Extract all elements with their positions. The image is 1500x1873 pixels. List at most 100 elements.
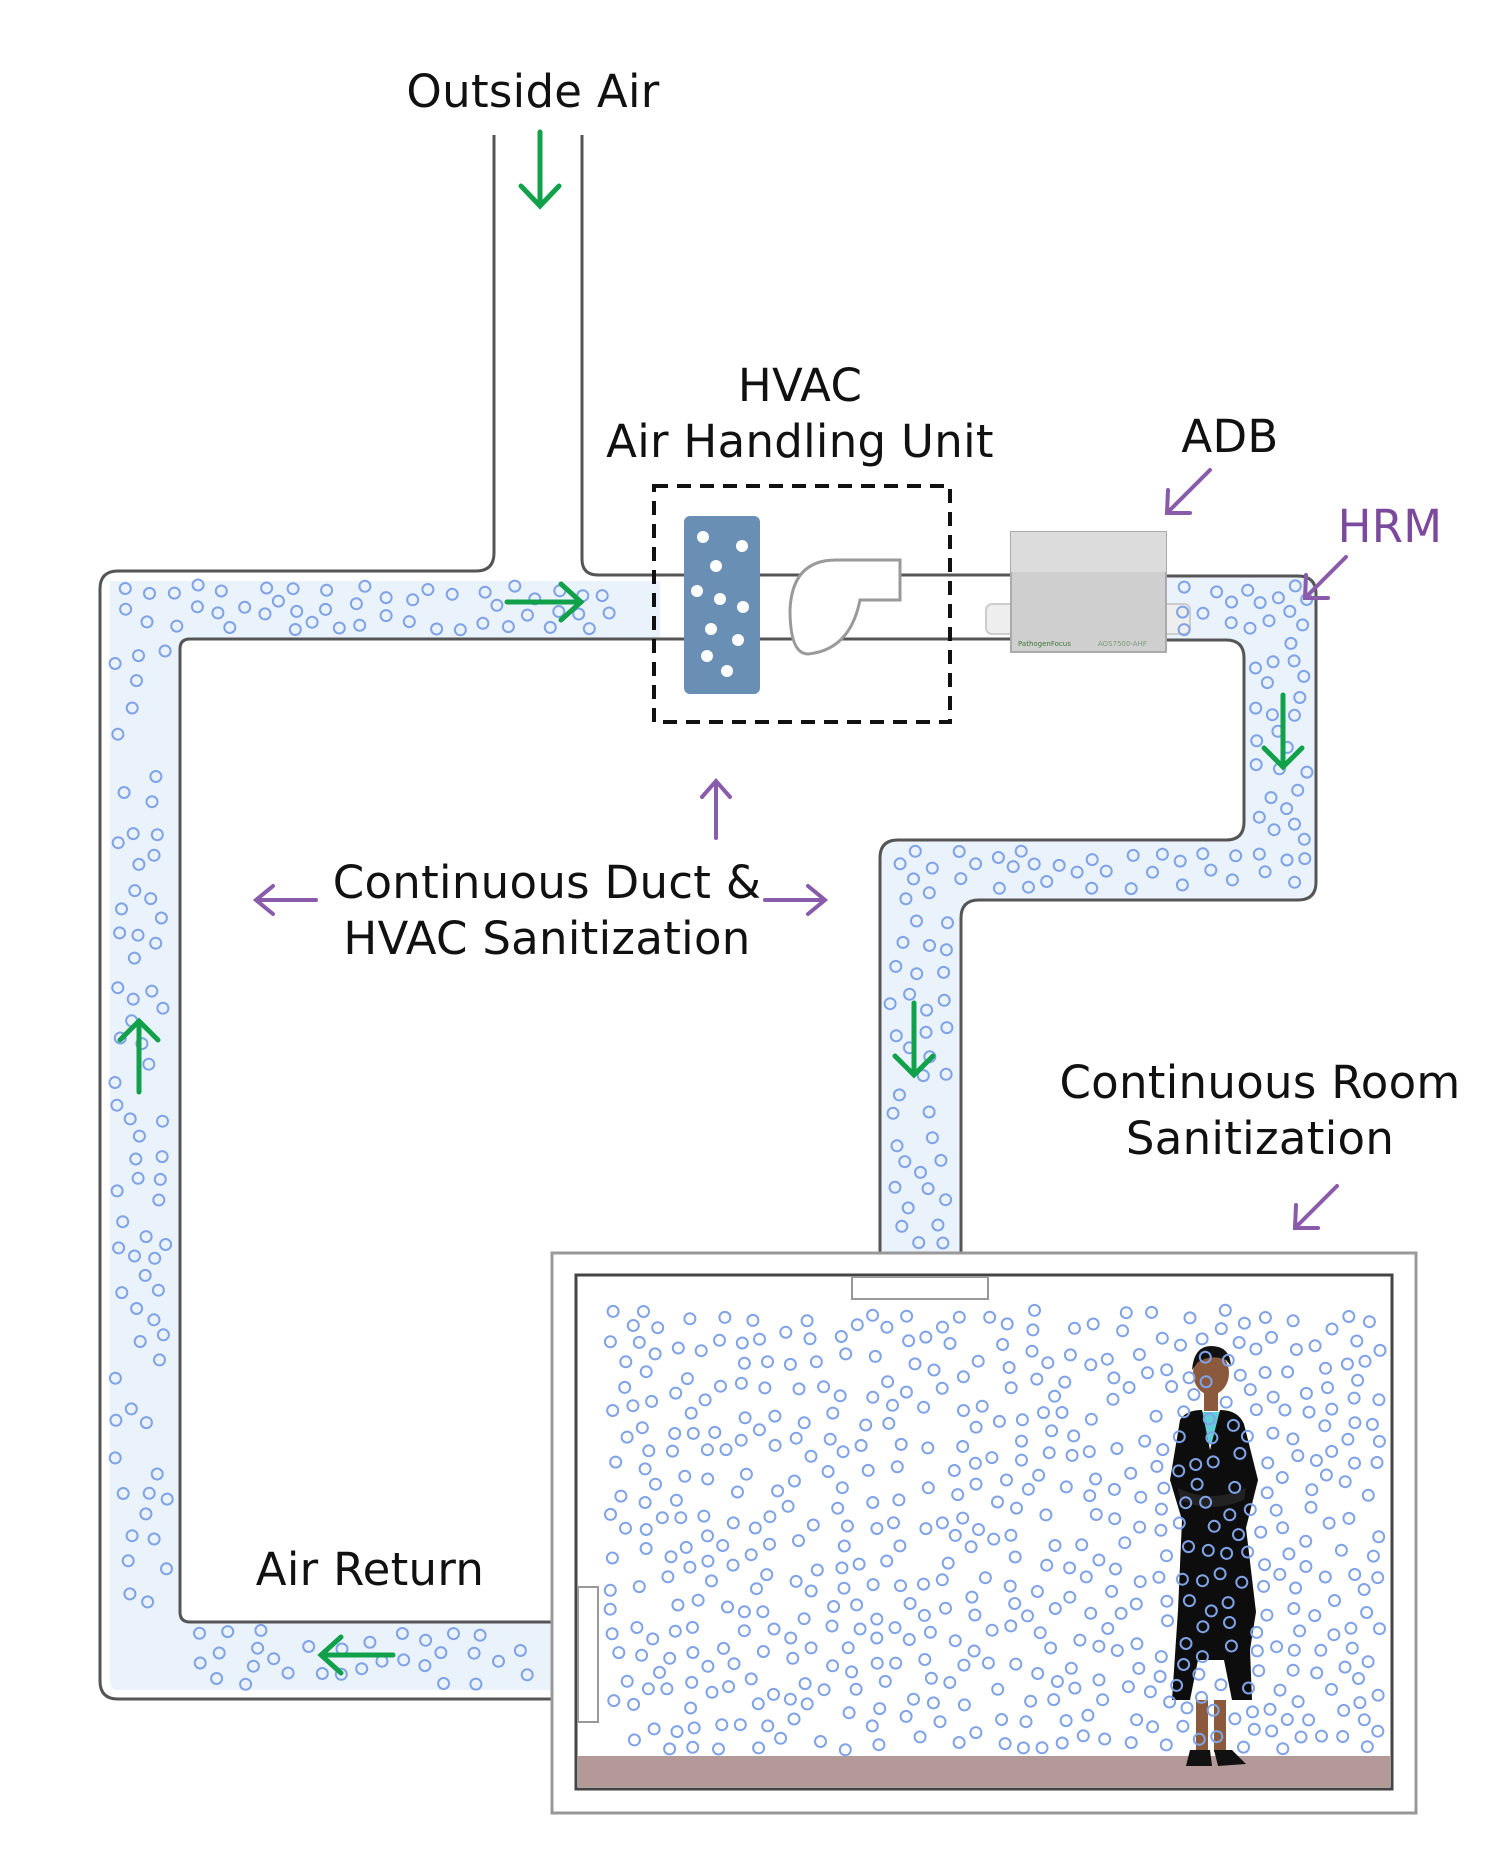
ion-particle-icon bbox=[1278, 1403, 1292, 1417]
ion-particle-icon bbox=[135, 1037, 149, 1051]
ion-particle-icon bbox=[866, 1390, 880, 1404]
ion-particle-icon bbox=[687, 1721, 701, 1735]
ion-particle-icon bbox=[1310, 1666, 1324, 1680]
ion-particle-icon bbox=[639, 1542, 653, 1555]
ion-particle-icon bbox=[760, 1568, 774, 1582]
ion-particle-icon bbox=[1105, 1584, 1119, 1598]
ion-particle-icon bbox=[1258, 1311, 1272, 1324]
ion-particle-icon bbox=[1100, 1352, 1114, 1366]
ion-particle-icon bbox=[744, 1548, 758, 1562]
ion-particle-icon bbox=[1050, 1675, 1064, 1688]
ion-particle-icon bbox=[1250, 734, 1264, 748]
ion-particle-icon bbox=[627, 1697, 641, 1711]
ion-particle-icon bbox=[434, 1646, 448, 1660]
ion-particle-icon bbox=[1154, 1502, 1168, 1516]
ion-particle-icon bbox=[886, 1106, 900, 1120]
ion-particle-icon bbox=[1309, 1454, 1323, 1467]
ion-particle-icon bbox=[1040, 875, 1054, 888]
ion-particle-icon bbox=[919, 1025, 933, 1039]
ion-particle-icon bbox=[1249, 701, 1263, 715]
ion-particle-icon bbox=[1083, 1489, 1097, 1503]
ion-particle-icon bbox=[1360, 1606, 1374, 1619]
ion-particle-icon bbox=[783, 1692, 797, 1706]
ion-particle-icon bbox=[912, 1236, 926, 1250]
ion-particle-icon bbox=[1182, 1540, 1195, 1554]
hvac-label-line2: Air Handling Unit bbox=[606, 415, 994, 468]
ion-particle-icon bbox=[943, 1337, 957, 1350]
ion-particle-icon bbox=[139, 1230, 153, 1244]
ion-particle-icon bbox=[1226, 1418, 1240, 1432]
ion-particle-icon bbox=[110, 1184, 124, 1198]
ion-particle-icon bbox=[836, 1445, 850, 1459]
ion-particle-icon bbox=[1299, 1560, 1313, 1573]
ion-particle-icon bbox=[965, 1590, 979, 1604]
ion-particle-icon bbox=[606, 1404, 620, 1417]
ion-particle-icon bbox=[991, 851, 1005, 864]
ion-particle-icon bbox=[1002, 1361, 1016, 1374]
device-brand-text: PathogenFocus bbox=[1018, 640, 1071, 648]
ion-particle-icon bbox=[1196, 1574, 1209, 1588]
ion-particle-icon bbox=[908, 1357, 922, 1371]
ion-particle-icon bbox=[1058, 1375, 1072, 1389]
ion-particle-icon bbox=[841, 1641, 855, 1655]
ion-particle-icon bbox=[1357, 1713, 1371, 1727]
ion-particle-icon bbox=[190, 600, 204, 614]
ion-particle-icon bbox=[453, 623, 467, 637]
ion-particle-icon bbox=[1353, 1696, 1367, 1710]
ion-particle-icon bbox=[735, 1336, 749, 1350]
ion-particle-icon bbox=[1172, 1516, 1186, 1530]
ion-particle-icon bbox=[1304, 1500, 1318, 1514]
ion-particle-icon bbox=[969, 857, 983, 871]
ion-particle-icon bbox=[1265, 708, 1279, 722]
ion-particle-icon bbox=[1096, 1693, 1110, 1707]
ion-particle-icon bbox=[1015, 1434, 1028, 1448]
ion-particle-icon bbox=[582, 622, 596, 636]
ion-particle-icon bbox=[1366, 1549, 1380, 1563]
ion-particle-icon bbox=[1070, 865, 1084, 879]
ion-particle-icon bbox=[639, 1523, 653, 1536]
ion-particle-icon bbox=[1092, 1673, 1106, 1687]
ion-particle-icon bbox=[952, 1736, 966, 1749]
ion-particle-icon bbox=[1341, 1432, 1355, 1446]
ion-particle-icon bbox=[1281, 1365, 1295, 1379]
ion-particle-icon bbox=[956, 1511, 970, 1525]
ion-particle-icon bbox=[1273, 1567, 1287, 1581]
ion-particle-icon bbox=[1022, 880, 1035, 894]
ion-particle-icon bbox=[1165, 1380, 1179, 1393]
ion-particle-icon bbox=[116, 1487, 130, 1500]
ion-particle-icon bbox=[899, 1709, 913, 1723]
ion-particle-icon bbox=[941, 916, 954, 930]
ion-particle-icon bbox=[478, 585, 492, 599]
ion-particle-icon bbox=[1008, 1597, 1022, 1610]
ion-particle-icon bbox=[1282, 1547, 1296, 1561]
ion-particle-icon bbox=[1235, 1575, 1249, 1589]
ion-particle-icon bbox=[1124, 1736, 1138, 1750]
ion-particle-icon bbox=[1207, 1519, 1221, 1533]
ion-particle-icon bbox=[1372, 1434, 1386, 1448]
ion-particle-icon bbox=[975, 1399, 989, 1413]
ion-particle-icon bbox=[639, 1365, 653, 1379]
ion-particle-icon bbox=[1249, 661, 1262, 675]
ion-particle-icon bbox=[108, 1451, 122, 1465]
ion-particle-icon bbox=[781, 1499, 795, 1513]
ion-particle-icon bbox=[840, 1519, 854, 1533]
ion-particle-icon bbox=[923, 1625, 937, 1639]
ion-particle-icon bbox=[1250, 1625, 1264, 1639]
ion-particle-icon bbox=[913, 1730, 927, 1744]
ion-particle-icon bbox=[1224, 616, 1238, 630]
ion-particle-icon bbox=[1133, 1520, 1147, 1534]
ion-particle-icon bbox=[1267, 823, 1281, 837]
ion-particle-icon bbox=[1243, 621, 1257, 635]
duct-label-line1: Continuous Duct & bbox=[332, 856, 762, 909]
outside-air-duct bbox=[98, 135, 1013, 1701]
ion-particle-icon bbox=[931, 1218, 945, 1232]
ion-particle-icon bbox=[810, 1563, 824, 1577]
ion-particle-icon bbox=[712, 1742, 725, 1756]
ion-particle-icon bbox=[1233, 1446, 1247, 1460]
flow-arrow-outside-down bbox=[518, 129, 562, 210]
ion-particle-icon bbox=[1132, 1661, 1146, 1675]
ion-particle-icon bbox=[1085, 853, 1099, 867]
ion-particle-icon bbox=[155, 1150, 169, 1164]
ion-particle-icon bbox=[767, 1687, 780, 1701]
ion-particle-icon bbox=[1173, 854, 1187, 868]
